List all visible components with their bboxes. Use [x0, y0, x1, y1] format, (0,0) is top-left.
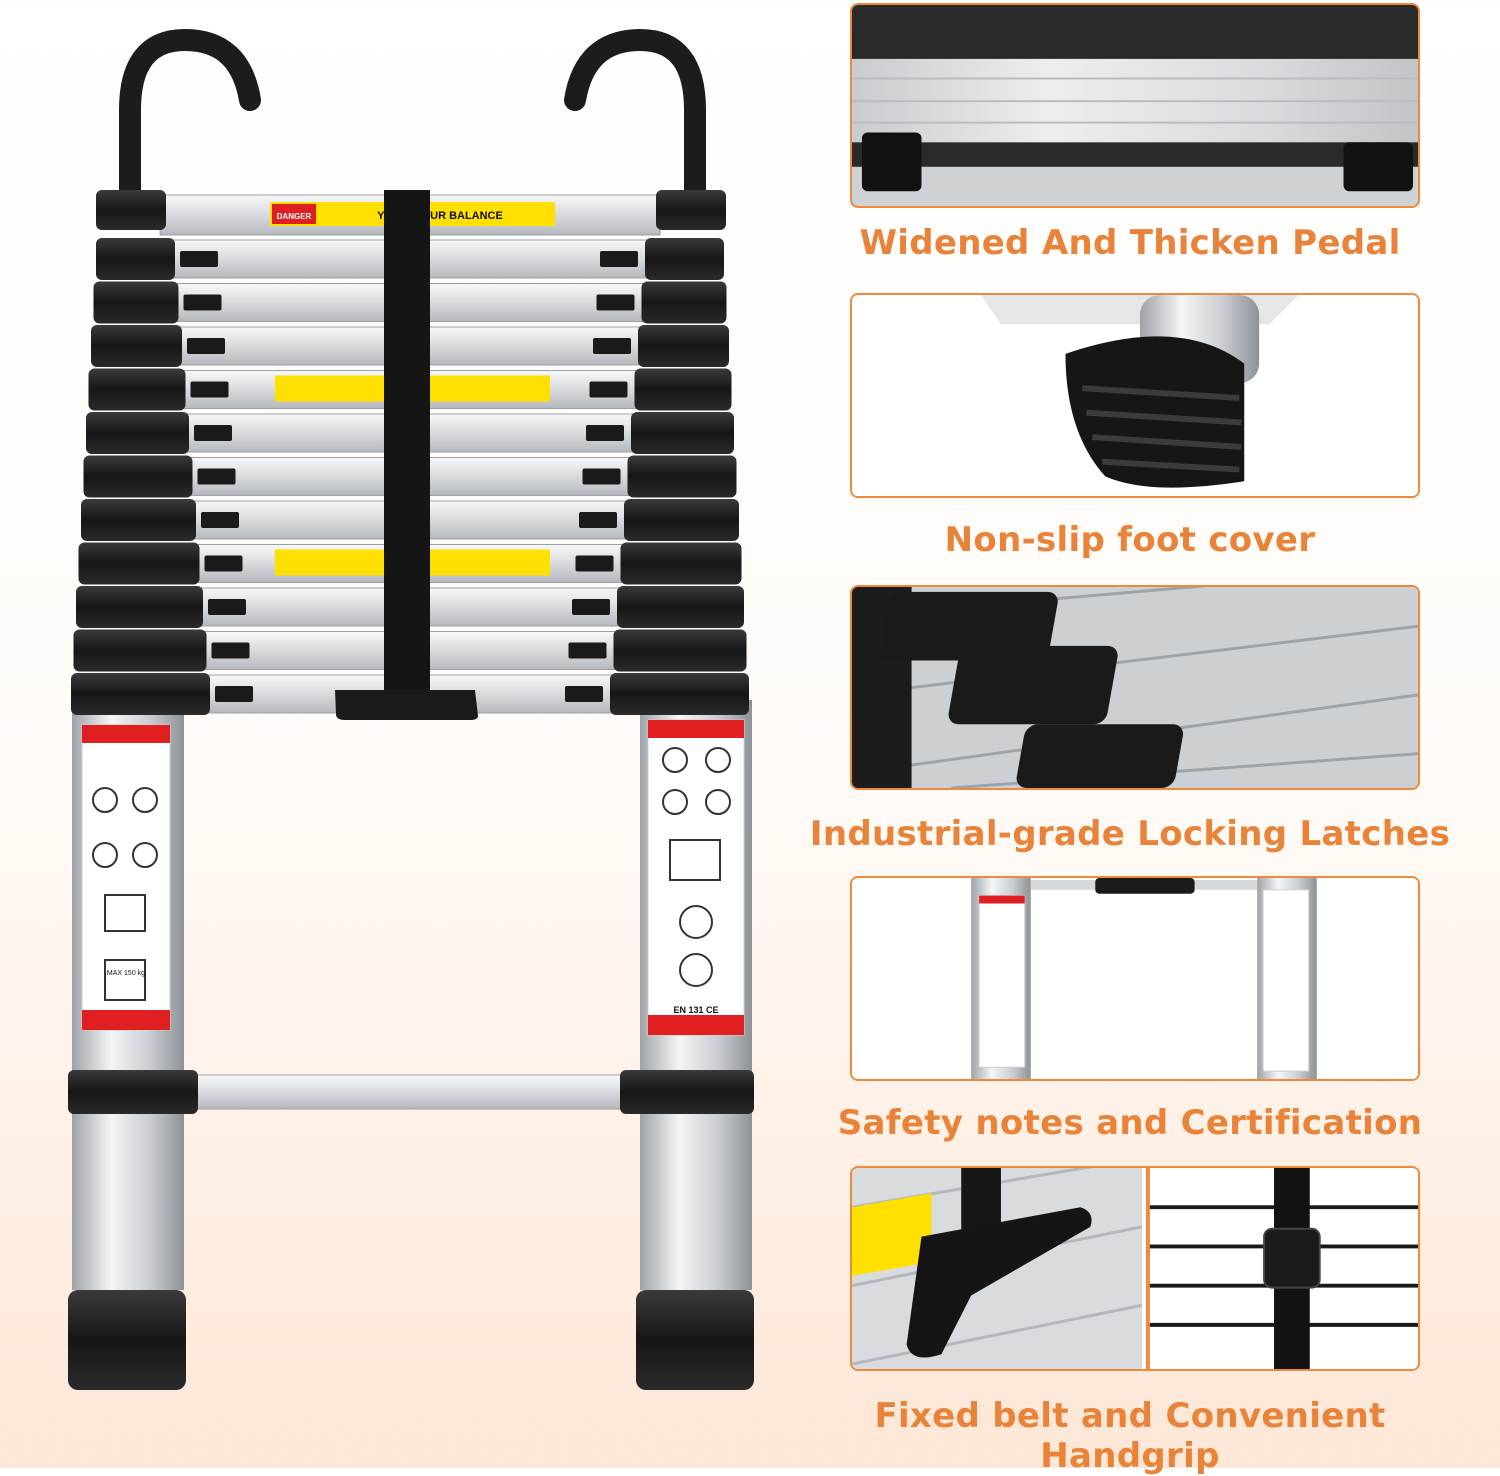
pedal-panel [850, 3, 1420, 208]
locking-latch-icon [572, 599, 610, 615]
right-joint [645, 238, 724, 280]
locking-latch-icon [593, 338, 631, 354]
belt-handgrip-panel [850, 1166, 1420, 1371]
left-joint [86, 412, 189, 454]
right-joint [624, 499, 739, 541]
left-safety-sticker: MAX 150 kg [81, 724, 171, 1031]
feature-caption-latches: Industrial-grade Locking Latches [809, 814, 1451, 854]
locking-latch-icon [197, 468, 236, 485]
locking-latch-icon [215, 686, 253, 702]
locking-latch-icon [589, 381, 628, 398]
right-joint [631, 412, 734, 454]
locking-latch-icon [194, 425, 232, 441]
locking-latch-icon [568, 642, 607, 659]
left-joint [73, 629, 207, 672]
left-joint [91, 325, 182, 367]
locking-latch-icon [201, 512, 239, 528]
fixed-belt [384, 190, 430, 690]
locking-latch-icon [586, 425, 624, 441]
left-joint [96, 238, 175, 280]
locking-latch-icon [596, 294, 635, 311]
locking-latch-icon [208, 599, 246, 615]
left-foot-cover [68, 1290, 186, 1390]
right-joint [638, 325, 729, 367]
left-joint [93, 281, 179, 324]
locking-latch-icon [579, 512, 617, 528]
right-joint [617, 586, 744, 628]
max-load-text: MAX 150 kg [107, 970, 145, 977]
right-safety-sticker: EN 131 CE [647, 719, 745, 1036]
right-joint [620, 542, 742, 585]
right-joint [634, 368, 732, 411]
left-joint [78, 542, 200, 585]
left-joint [76, 586, 203, 628]
left-hook-icon [119, 28, 261, 201]
locking-latch-icon [180, 251, 218, 267]
locking-latch-icon [600, 251, 638, 267]
danger-text: DANGER [277, 212, 312, 221]
locking-latch-icon [211, 642, 250, 659]
locking-latch-icon [575, 555, 614, 572]
right-foot-cover [636, 1290, 754, 1390]
right-joint [627, 455, 737, 498]
left-joint [88, 368, 186, 411]
right-hook-icon [564, 28, 706, 201]
feature-caption-belt: Fixed belt and Convenient Handgrip [874, 1396, 1386, 1476]
latches-panel [850, 585, 1420, 790]
feature-caption-safety: Safety notes and Certification [837, 1103, 1423, 1143]
right-joint [641, 281, 727, 324]
locking-latch-icon [187, 338, 225, 354]
left-joint [83, 455, 193, 498]
safety-notes-panel [850, 876, 1420, 1081]
handgrip-icon [335, 690, 478, 720]
left-joint [71, 673, 210, 715]
locking-latch-icon [183, 294, 222, 311]
right-joint [613, 629, 747, 672]
feature-caption-foot-cover: Non-slip foot cover [944, 520, 1316, 560]
foot-cover-panel [850, 293, 1420, 498]
ladder-illustration: DANGER YOU E YOUR BALANCE MAX 150 kg [68, 28, 754, 1390]
feature-caption-pedal: Widened And Thicken Pedal [859, 223, 1401, 263]
certification-text: EN 131 CE [673, 1005, 718, 1015]
locking-latch-icon [565, 686, 603, 702]
left-joint [81, 499, 196, 541]
locking-latch-icon [204, 555, 243, 572]
right-joint [610, 673, 749, 715]
locking-latch-icon [190, 381, 229, 398]
locking-latch-icon [582, 468, 621, 485]
